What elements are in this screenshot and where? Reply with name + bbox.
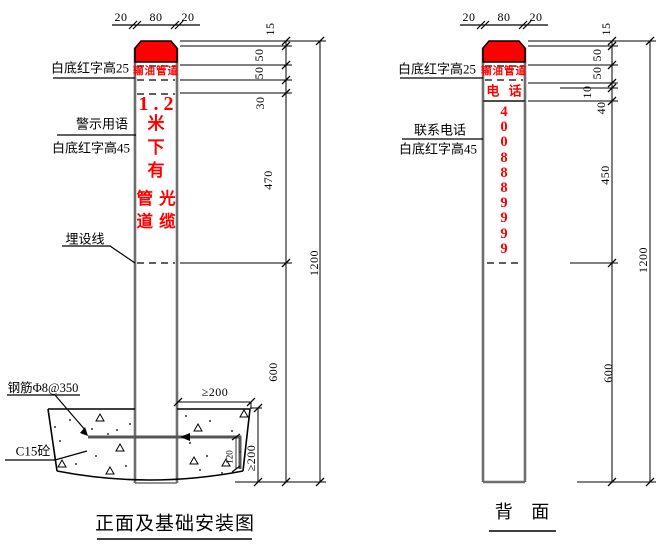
back-dim-10: 10 <box>580 85 594 99</box>
front-warning-label-top: 警示用语 <box>75 116 129 132</box>
back-dim-1200: 1200 <box>636 247 650 273</box>
back-extension-lines <box>528 40 656 483</box>
back-top-dim-left: 20 <box>462 10 476 24</box>
front-burial-label-leader <box>62 245 136 264</box>
back-post-cap <box>482 40 526 63</box>
front-top-dim-mid: 80 <box>149 10 163 24</box>
rebar <box>88 435 242 469</box>
front-post-sides <box>133 48 179 483</box>
back-view-linework <box>400 20 656 532</box>
front-warning-label-bottom: 白底红字高45 <box>51 140 131 156</box>
front-band-text: 输油管道 <box>133 65 179 77</box>
front-dim-ticks <box>281 36 325 487</box>
back-top-dim-ticks <box>476 20 532 30</box>
back-cap-label: 白底红字高25 <box>397 61 477 77</box>
front-dim-50a: 50 <box>252 48 266 62</box>
back-top-dim-right: 20 <box>529 10 543 24</box>
front-post-cap <box>134 40 178 63</box>
back-post-sides <box>481 48 527 482</box>
front-dim-600: 600 <box>266 362 280 382</box>
back-dim-ticks <box>607 36 655 487</box>
foundation-depth-dim-line <box>250 407 262 482</box>
back-phone-band-text: 电 话 <box>486 83 522 99</box>
front-dim-30: 30 <box>253 96 267 110</box>
foundation-width-dim-ticks <box>173 397 256 407</box>
back-dim-50b: 50 <box>590 66 604 80</box>
front-dim-15: 15 <box>263 22 277 36</box>
rebar-bend-dim-text: 120 <box>224 450 235 464</box>
front-depth-text: 1.2 <box>138 93 179 115</box>
back-dim-40: 40 <box>594 101 608 115</box>
back-top-dim-mid: 80 <box>497 10 511 24</box>
foundation-depth-dim-text: ≥200 <box>244 444 258 472</box>
front-dim-50b: 50 <box>252 66 266 80</box>
concrete-texture-dots <box>54 415 241 474</box>
rebar-arrow <box>180 433 190 441</box>
front-burial-label: 埋设线 <box>65 231 105 247</box>
front-caption: 正面及基础安装图 <box>94 513 256 535</box>
front-rebar-leader-arrow <box>80 427 88 436</box>
front-warning-column: 米 下 有 <box>147 114 165 180</box>
back-phone-digits: 4 0 0 8 8 8 9 9 9 9 <box>500 104 508 257</box>
back-dim-450: 450 <box>598 165 612 185</box>
foundation-outline <box>47 408 251 481</box>
foundation-depth-dim-ticks <box>253 403 263 487</box>
front-view-linework <box>5 20 326 540</box>
back-phone-label-top: 联系电话 <box>413 122 467 138</box>
front-dim-1200: 1200 <box>307 250 321 276</box>
rebar-bend-dim-ticks <box>231 433 241 473</box>
front-warning-columns-pair: 管 光 道 缆 <box>136 189 176 231</box>
front-cap-label: 白底红字高25 <box>50 60 130 76</box>
back-phone-label-bottom: 白底红字高45 <box>398 141 478 157</box>
front-concrete-label: C15砼 <box>15 443 51 459</box>
front-extension-lines <box>180 40 326 483</box>
foundation-width-dim-text: ≥200 <box>201 385 229 399</box>
back-band-text: 输油管道 <box>481 65 527 77</box>
front-rebar-label-leader <box>7 394 87 432</box>
front-dim-470: 470 <box>261 170 275 190</box>
back-dim-600: 600 <box>601 363 615 383</box>
foundation-width-dim-line <box>178 401 252 409</box>
back-dashed-lines <box>485 65 523 264</box>
front-dashed-lines <box>137 65 175 264</box>
front-top-dim-ticks <box>128 20 184 30</box>
concrete-texture-triangles <box>57 408 249 475</box>
front-rebar-label: 钢筋Φ8@350 <box>7 380 79 395</box>
back-caption: 背 面 <box>494 502 550 522</box>
back-dim-50a: 50 <box>590 48 604 62</box>
front-top-dim-right: 20 <box>181 10 195 24</box>
front-top-dim-left: 20 <box>114 10 128 24</box>
back-dim-15: 15 <box>599 22 613 36</box>
